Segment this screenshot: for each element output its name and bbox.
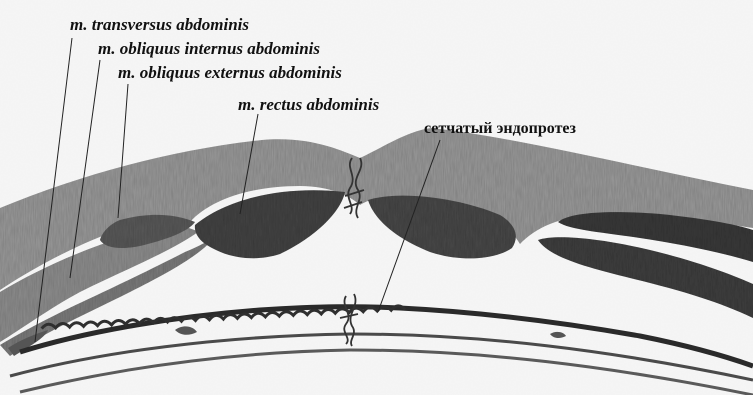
label-mesh-endoprosthesis: сетчатый эндопротез	[424, 121, 576, 137]
label-transversus-abdominis: m. transversus abdominis	[70, 16, 249, 33]
label-obliquus-externus-abdominis: m. obliquus externus abdominis	[118, 64, 342, 81]
label-rectus-abdominis: m. rectus abdominis	[238, 96, 379, 113]
label-obliquus-internus-abdominis: m. obliquus internus abdominis	[98, 40, 320, 57]
